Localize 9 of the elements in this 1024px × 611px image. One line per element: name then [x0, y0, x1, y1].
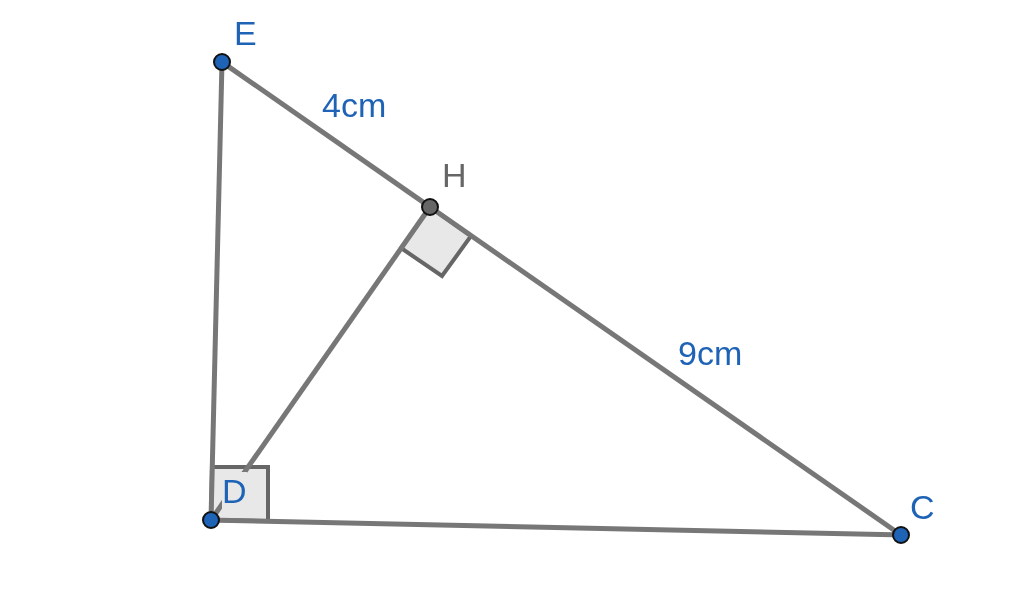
line-segment — [218, 517, 894, 538]
line-segment — [227, 64, 425, 205]
point-label: C — [910, 488, 935, 526]
point-label: E — [234, 14, 257, 52]
point-label: D — [222, 472, 247, 510]
point-label: H — [442, 156, 467, 194]
line-segment — [208, 69, 225, 513]
line-segment — [435, 209, 896, 533]
line-segment — [213, 212, 428, 515]
